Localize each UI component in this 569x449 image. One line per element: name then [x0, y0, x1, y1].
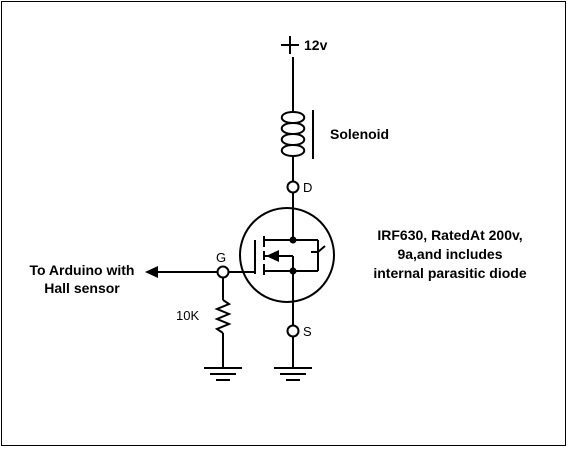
solenoid-coil	[280, 111, 306, 158]
arduino-label-line1: To Arduino with	[29, 262, 135, 278]
body-arrow-icon	[266, 250, 279, 262]
ground-right-icon	[274, 367, 312, 381]
mosfet-label-line2: 9a,and includes	[397, 246, 503, 262]
mosfet-label-line3: internal parasitic diode	[373, 265, 527, 281]
source-label: S	[303, 324, 312, 339]
plus-supply-icon	[281, 36, 299, 54]
mosfet-label-line1: IRF630, RatedAt 200v,	[377, 227, 523, 243]
drain-node	[286, 180, 300, 194]
arrow-left-icon	[145, 266, 158, 278]
arduino-label-line2: Hall sensor	[44, 280, 120, 296]
ground-left-icon	[204, 367, 242, 381]
mosfet-body	[239, 207, 335, 303]
resistor-label: 10K	[176, 308, 200, 323]
gate-label: G	[216, 250, 227, 265]
gate-node	[216, 265, 230, 279]
resistor-10k	[214, 299, 232, 334]
drain-label: D	[303, 180, 313, 195]
solenoid-label: Solenoid	[330, 126, 390, 142]
source-node	[286, 324, 300, 338]
junction-dot-drain	[289, 236, 297, 244]
junction-dot-source	[289, 267, 297, 275]
supply-label: 12v	[304, 37, 328, 53]
diode-cathode-bar	[311, 245, 326, 253]
